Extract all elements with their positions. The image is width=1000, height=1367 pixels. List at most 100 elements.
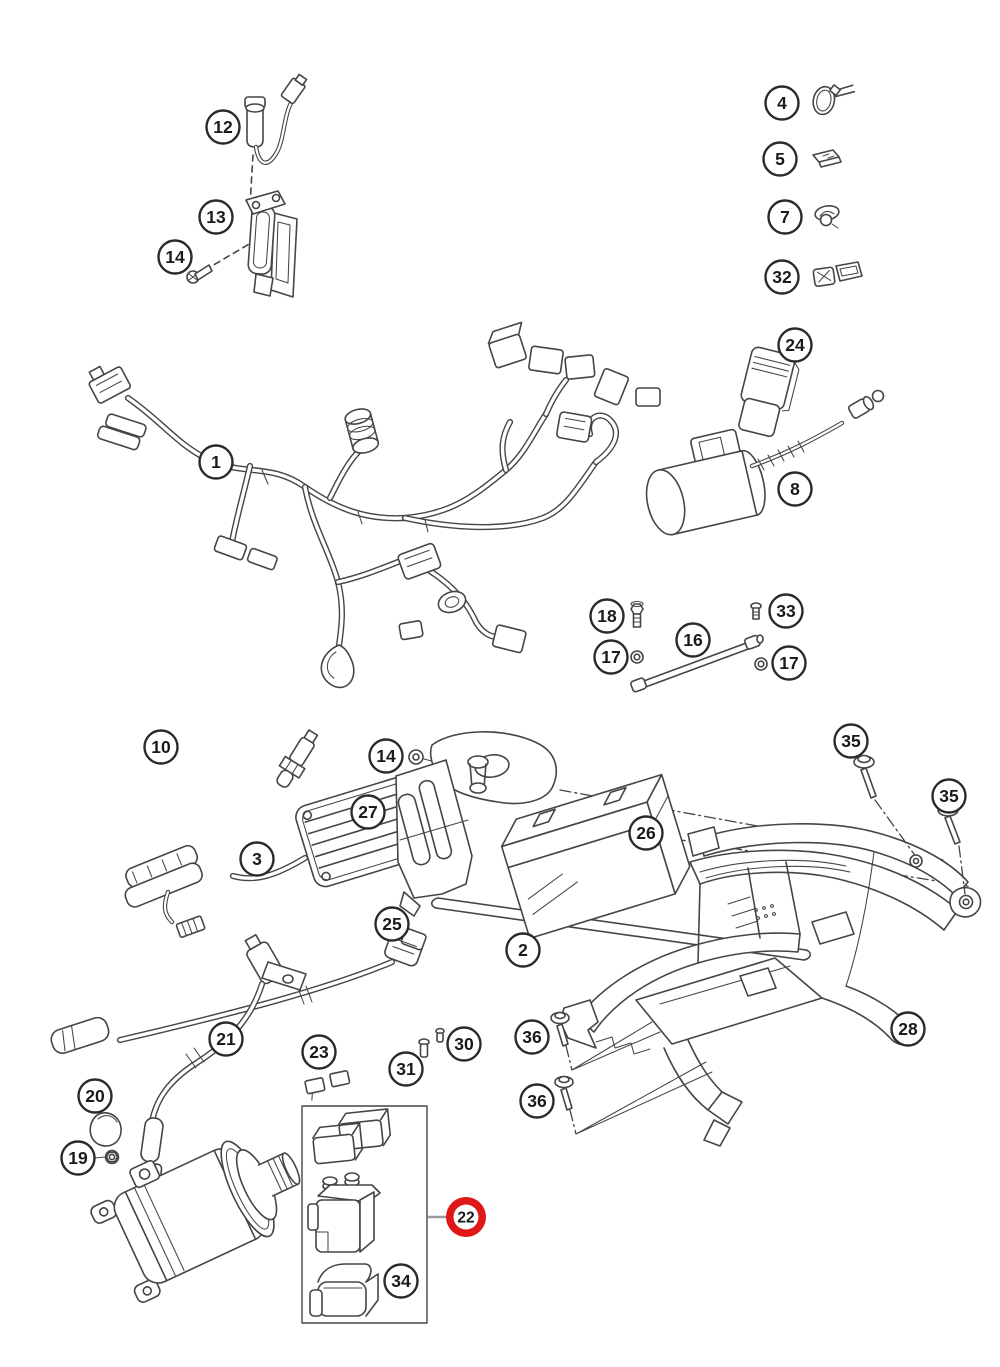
part-starter-motor (90, 1140, 301, 1303)
callout-14-17[interactable]: 14 (368, 738, 404, 774)
callout-label: 10 (151, 737, 171, 757)
part-screw-30 (435, 1027, 445, 1043)
callout-label: 5 (775, 149, 785, 169)
callout-27-18[interactable]: 27 (350, 794, 386, 830)
callout-label: 25 (382, 914, 402, 934)
callout-label: 7 (780, 207, 790, 227)
callout-label: 36 (522, 1027, 542, 1047)
part-rod-16 (630, 634, 764, 693)
callout-35-20[interactable]: 35 (833, 723, 869, 759)
part-rubber-boot (738, 346, 800, 438)
part-wiring-harness (88, 321, 661, 689)
callout-36-29[interactable]: 36 (514, 1019, 550, 1055)
part-screw-35a (853, 754, 915, 855)
callout-17-14[interactable]: 17 (771, 645, 807, 681)
callout-label: 14 (376, 746, 396, 766)
callout-13-1[interactable]: 13 (198, 199, 234, 235)
part-cable-tie (812, 84, 856, 116)
part-nut-19 (94, 1149, 120, 1165)
callout-label: 32 (772, 267, 792, 287)
part-relay-cover (309, 1263, 379, 1317)
callout-4-3[interactable]: 4 (764, 85, 800, 121)
part-capacitor (645, 389, 885, 536)
part-screw-36a (550, 1011, 661, 1071)
callout-26-19[interactable]: 26 (628, 815, 664, 851)
callout-label: 23 (309, 1042, 329, 1062)
part-bolt-31 (418, 1038, 430, 1058)
callout-5-4[interactable]: 5 (762, 141, 798, 177)
callout-label: 12 (213, 117, 233, 137)
callout-label: 8 (790, 479, 800, 499)
callout-17-11[interactable]: 17 (593, 639, 629, 675)
part-nut-17a (630, 650, 644, 664)
callout-18-10[interactable]: 18 (589, 598, 625, 634)
part-clamp (812, 149, 842, 168)
callout-label: 24 (785, 335, 805, 355)
part-battery-holder (395, 731, 558, 917)
part-clips-23 (304, 1070, 351, 1101)
callout-label: 14 (165, 247, 185, 267)
callout-label: 31 (396, 1059, 416, 1079)
callout-label: 1 (211, 452, 221, 472)
part-screw-33 (750, 602, 762, 620)
relay-kit-box (301, 1105, 446, 1324)
callout-7-5[interactable]: 7 (767, 199, 803, 235)
callout-34-34[interactable]: 34 (383, 1263, 419, 1299)
callout-label: 28 (898, 1019, 918, 1039)
callout-label: 20 (85, 1086, 105, 1106)
callout-label: 36 (527, 1091, 547, 1111)
callout-23-26[interactable]: 23 (301, 1034, 337, 1070)
callout-1-9[interactable]: 1 (198, 444, 234, 480)
part-battery-cable (50, 927, 427, 1055)
callout-16-12[interactable]: 16 (675, 622, 711, 658)
callout-label: 22 (457, 1210, 474, 1227)
callout-label: 35 (841, 731, 861, 751)
callout-label: 17 (779, 653, 798, 673)
callout-label: 33 (776, 601, 796, 621)
part-nut-17b (754, 657, 768, 671)
part-cable-holder (812, 261, 863, 287)
part-wire-clip (814, 204, 840, 229)
callout-label: 18 (597, 606, 617, 626)
callout-30-27[interactable]: 30 (446, 1026, 482, 1062)
callout-label: 21 (216, 1029, 236, 1049)
callout-24-7[interactable]: 24 (777, 327, 813, 363)
callout-layer: 1213144573224811817163317103142726353522… (60, 85, 967, 1299)
callout-10-15[interactable]: 10 (143, 729, 179, 765)
callout-3-16[interactable]: 3 (239, 841, 275, 877)
callout-14-2[interactable]: 14 (157, 239, 193, 275)
callout-28-24[interactable]: 28 (890, 1011, 926, 1047)
callout-label: 17 (601, 647, 620, 667)
part-rubber-cap (89, 1112, 122, 1147)
part-coil-screw (186, 242, 252, 284)
callout-label: 16 (683, 630, 703, 650)
callout-2-22[interactable]: 2 (505, 932, 541, 968)
part-screw-36b (554, 1061, 713, 1135)
callout-label: 34 (391, 1271, 411, 1291)
callout-8-8[interactable]: 8 (777, 471, 813, 507)
callout-19-32[interactable]: 19 (60, 1140, 96, 1176)
callout-label: 3 (252, 849, 262, 869)
callout-label: 4 (777, 93, 787, 113)
callout-33-13[interactable]: 33 (768, 593, 804, 629)
callout-32-6[interactable]: 32 (764, 259, 800, 295)
part-temp-sensor (276, 729, 319, 788)
callout-label: 27 (358, 802, 377, 822)
callout-label: 35 (939, 786, 959, 806)
callout-31-28[interactable]: 31 (388, 1051, 424, 1087)
part-screw-18 (630, 600, 644, 628)
callout-label: 13 (206, 207, 226, 227)
callout-label: 30 (454, 1034, 474, 1054)
callout-21-25[interactable]: 21 (208, 1021, 244, 1057)
callout-12-0[interactable]: 12 (205, 109, 241, 145)
part-ignition-coil (245, 190, 298, 298)
callout-20-31[interactable]: 20 (77, 1078, 113, 1114)
callout-22-33[interactable]: 22 (446, 1197, 486, 1237)
callout-35-21[interactable]: 35 (931, 778, 967, 814)
callout-25-23[interactable]: 25 (374, 906, 410, 942)
round-connector (344, 408, 380, 454)
callout-36-30[interactable]: 36 (519, 1083, 555, 1119)
relay-small-a (312, 1122, 364, 1165)
callout-label: 26 (636, 823, 656, 843)
callout-label: 19 (68, 1148, 88, 1168)
